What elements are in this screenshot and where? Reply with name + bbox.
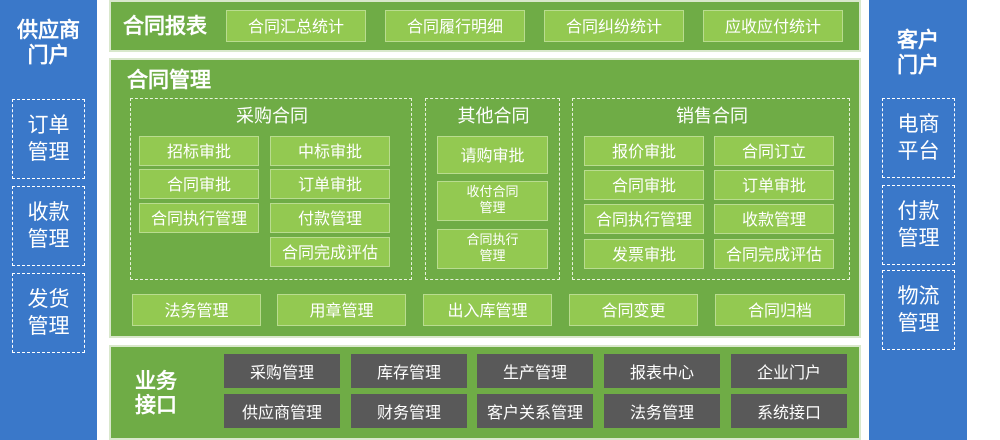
contract-dispute-stats-button[interactable]: 合同纠纷统计 — [544, 10, 684, 42]
contract-archive-button[interactable]: 合同归档 — [715, 294, 845, 326]
contract-fulfillment-detail-button[interactable]: 合同履行明细 — [385, 10, 525, 42]
other-contract-execution-button[interactable]: 合同执行 管理 — [437, 229, 548, 269]
sales-quote-approval-button[interactable]: 报价审批 — [584, 136, 704, 166]
contract-report-panel: 合同报表 合同汇总统计 合同履行明细 合同纠纷统计 应收应付统计 — [109, 0, 861, 52]
purchase-order-approval-button[interactable]: 订单审批 — [270, 169, 390, 199]
interface-report-center[interactable]: 报表中心 — [604, 354, 720, 388]
interface-crm[interactable]: 客户关系管理 — [477, 394, 593, 428]
sales-invoice-approval-button[interactable]: 发票审批 — [584, 239, 704, 269]
legal-management-button[interactable]: 法务管理 — [132, 294, 261, 326]
purchase-contract-approval-button[interactable]: 合同审批 — [139, 169, 259, 199]
sales-contract-approval-button[interactable]: 合同审批 — [584, 170, 704, 200]
purchase-payment-management-button[interactable]: 付款管理 — [270, 203, 390, 233]
payment-receipt-contract-button[interactable]: 收付合同 管理 — [437, 181, 548, 221]
sales-contract-signing-button[interactable]: 合同订立 — [714, 136, 834, 166]
supplier-shipment-management[interactable]: 发货 管理 — [12, 273, 85, 353]
interface-supplier-management[interactable]: 供应商管理 — [224, 394, 340, 428]
sales-order-approval-button[interactable]: 订单审批 — [714, 170, 834, 200]
interface-enterprise-portal[interactable]: 企业门户 — [731, 354, 847, 388]
contract-report-title: 合同报表 — [123, 14, 207, 38]
supplier-receipt-management[interactable]: 收款 管理 — [12, 186, 85, 266]
interface-finance-management[interactable]: 财务管理 — [351, 394, 467, 428]
sales-completion-evaluation-button[interactable]: 合同完成评估 — [714, 239, 834, 269]
sales-contract-title: 销售合同 — [676, 106, 748, 127]
purchase-contract-group: 采购合同 招标审批 合同审批 合同执行管理 中标审批 订单审批 付款管理 合同完… — [130, 98, 412, 280]
customer-logistics-management[interactable]: 物流 管理 — [882, 270, 955, 350]
purchase-contract-title: 采购合同 — [236, 106, 308, 127]
contract-summary-stats-button[interactable]: 合同汇总统计 — [226, 10, 366, 42]
warehouse-in-out-button[interactable]: 出入库管理 — [423, 294, 552, 326]
purchase-request-approval-button[interactable]: 请购审批 — [437, 136, 548, 174]
other-contract-title: 其他合同 — [457, 106, 530, 127]
interface-system-interface[interactable]: 系统接口 — [731, 394, 847, 428]
business-interface-panel: 业务 接口 采购管理 库存管理 生产管理 报表中心 企业门户 供应商管理 财务管… — [109, 345, 861, 440]
sales-receipt-management-button[interactable]: 收款管理 — [714, 204, 834, 234]
interface-legal-management[interactable]: 法务管理 — [604, 394, 720, 428]
customer-portal-title: 客户 门户 — [897, 28, 939, 77]
seal-management-button[interactable]: 用章管理 — [277, 294, 406, 326]
receivable-payable-stats-button[interactable]: 应收应付统计 — [703, 10, 843, 42]
customer-ecommerce-platform[interactable]: 电商 平台 — [882, 98, 955, 178]
interface-inventory-management[interactable]: 库存管理 — [351, 354, 467, 388]
contract-management-panel: 合同管理 采购合同 招标审批 合同审批 合同执行管理 中标审批 订单审批 付款管… — [109, 58, 861, 338]
sales-contract-execution-button[interactable]: 合同执行管理 — [584, 204, 704, 234]
business-interface-title: 业务 接口 — [135, 368, 177, 417]
purchase-tender-approval-button[interactable]: 招标审批 — [139, 136, 259, 166]
customer-payment-management[interactable]: 付款 管理 — [882, 185, 955, 265]
interface-production-management[interactable]: 生产管理 — [477, 354, 593, 388]
purchase-completion-evaluation-button[interactable]: 合同完成评估 — [270, 237, 390, 267]
supplier-order-management[interactable]: 订单 管理 — [12, 99, 85, 179]
purchase-contract-execution-button[interactable]: 合同执行管理 — [139, 203, 259, 233]
supplier-portal-sidebar: 供应商 门户 订单 管理 收款 管理 发货 管理 — [0, 0, 97, 440]
purchase-bid-award-approval-button[interactable]: 中标审批 — [270, 136, 390, 166]
supplier-portal-title: 供应商 门户 — [17, 18, 80, 67]
other-contract-group: 其他合同 请购审批 收付合同 管理 合同执行 管理 — [425, 98, 560, 280]
customer-portal-sidebar: 客户 门户 电商 平台 付款 管理 物流 管理 — [869, 0, 967, 440]
contract-change-button[interactable]: 合同变更 — [569, 294, 698, 326]
contract-management-title: 合同管理 — [127, 68, 211, 92]
interface-purchase-management[interactable]: 采购管理 — [224, 354, 340, 388]
sales-contract-group: 销售合同 报价审批 合同审批 合同执行管理 发票审批 合同订立 订单审批 收款管… — [572, 98, 850, 280]
